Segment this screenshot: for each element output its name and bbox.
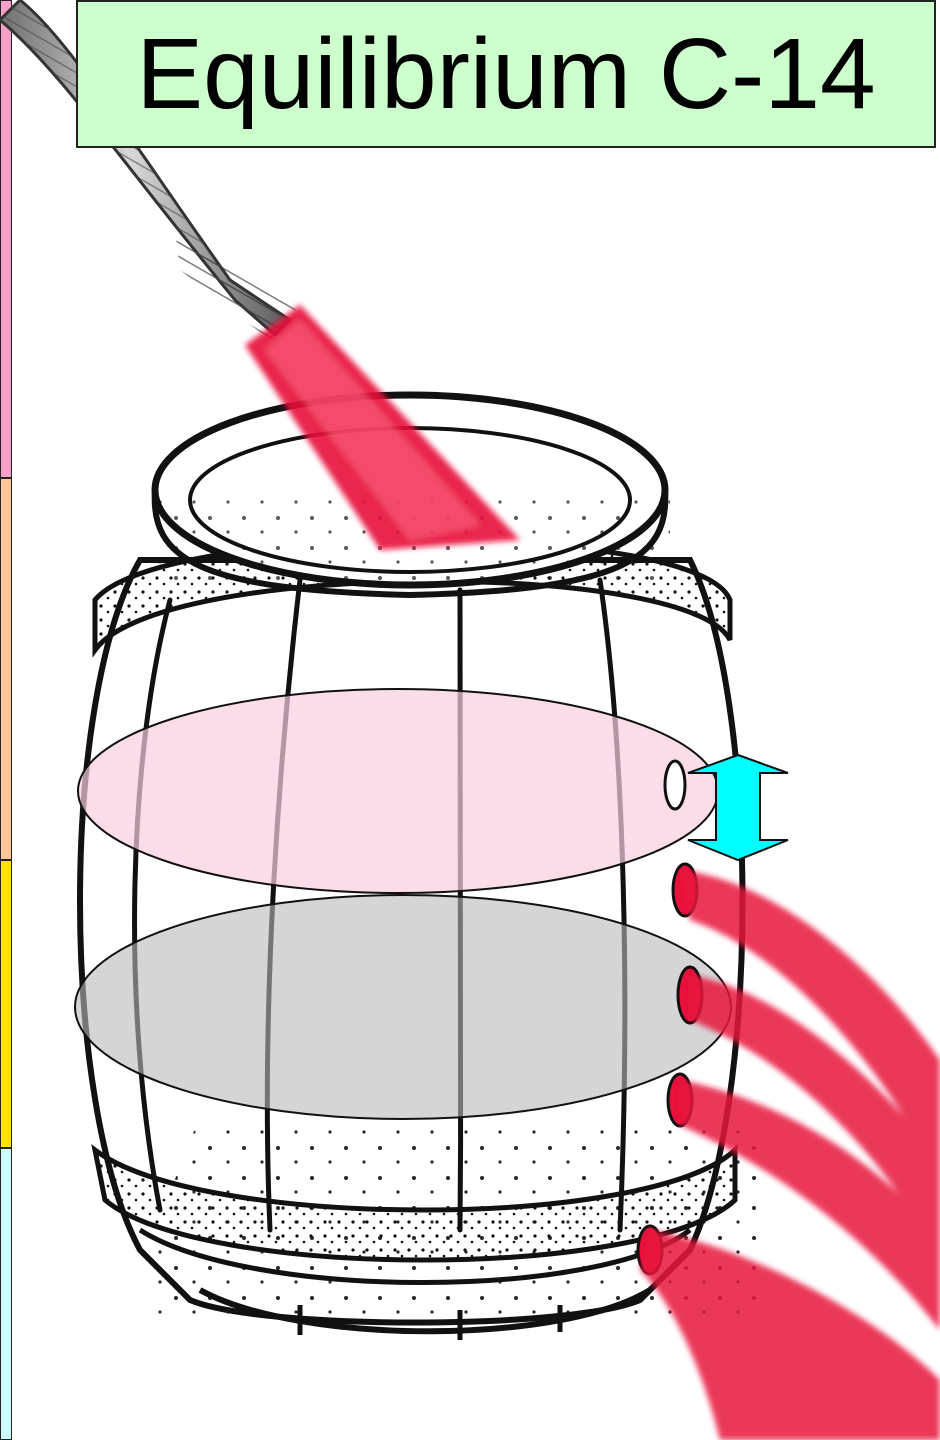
upper-band (78, 689, 718, 893)
page-title: Equilibrium C-14 (136, 24, 875, 124)
title-box: Equilibrium C-14 (76, 0, 936, 148)
lower-band (75, 895, 731, 1119)
